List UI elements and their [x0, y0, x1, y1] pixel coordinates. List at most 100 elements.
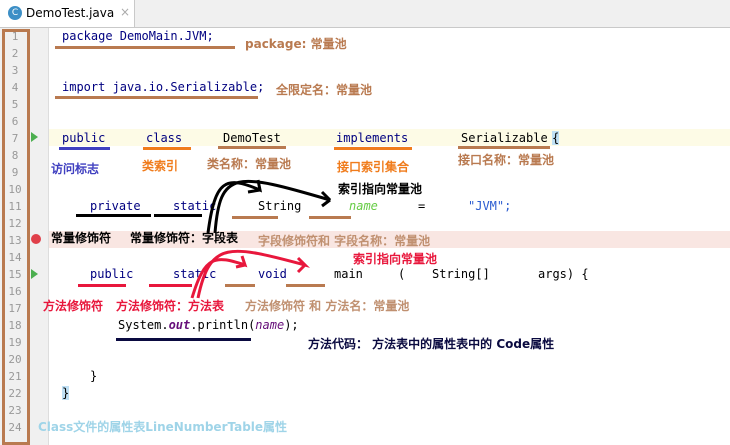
underline	[59, 147, 110, 150]
underline	[78, 284, 126, 287]
annotation: 访问标志	[51, 162, 100, 176]
code-token: =	[418, 199, 426, 213]
line-number: 19	[8, 336, 22, 349]
arrow	[196, 249, 311, 299]
run-icon[interactable]	[31, 132, 38, 142]
line-number: 7	[11, 132, 19, 145]
code-println: System.out.println(name);	[118, 318, 299, 332]
code-token: String[]	[432, 267, 490, 281]
annotation: 方法修饰符	[43, 299, 104, 313]
underline	[143, 147, 191, 150]
code-token: "JVM";	[468, 199, 512, 213]
underline	[286, 284, 325, 287]
code-token: private	[90, 199, 141, 213]
gutter-divider	[48, 28, 49, 445]
underline	[309, 216, 351, 219]
line-number: 17	[8, 302, 22, 315]
annotation: Class文件的属性表LineNumberTable属性	[38, 420, 288, 434]
code-token: implements	[336, 131, 409, 145]
editor-tab-bar: C DemoTest.java ×	[0, 0, 730, 28]
tab-demotest[interactable]: C DemoTest.java ×	[0, 0, 135, 27]
close-icon[interactable]: ×	[120, 5, 131, 19]
annotation: 类名称：常量池	[207, 157, 292, 171]
line-number: 24	[8, 421, 22, 434]
code-token: static	[173, 199, 217, 213]
code-token: main	[334, 267, 363, 281]
line-number: 14	[8, 251, 22, 264]
line-number: 2	[11, 47, 19, 60]
line-number: 13	[8, 234, 22, 247]
code-token: public	[62, 131, 106, 145]
code-token: name	[255, 318, 285, 332]
code-token: (	[398, 267, 406, 281]
code-token: String	[258, 199, 302, 213]
annotation: 索引指向常量池	[353, 252, 438, 266]
code-token: System.	[118, 318, 169, 332]
annotation: 接口索引集合	[337, 160, 410, 174]
line-number: 18	[8, 319, 22, 332]
code-token: class	[146, 131, 183, 145]
code-token: .println(	[190, 318, 256, 332]
code-token: args) {	[538, 267, 589, 281]
line-number: 16	[8, 285, 22, 298]
line-number: 21	[8, 370, 22, 383]
line-number: 5	[11, 98, 19, 111]
code-token: void	[258, 267, 287, 281]
code-token: DemoTest	[223, 131, 281, 145]
arrow	[206, 179, 263, 234]
annotation: 全限定名：常量池	[276, 83, 373, 97]
line-number: 10	[8, 183, 22, 196]
code-token: out	[168, 318, 191, 332]
code-token: Serializable	[461, 131, 548, 145]
code-package: package DemoMain.JVM;	[62, 29, 214, 43]
annotation: 接口名称：常量池	[458, 153, 555, 167]
underline	[218, 146, 286, 149]
code-token: }	[90, 369, 98, 383]
breakpoint-icon[interactable]	[31, 234, 41, 244]
underline	[55, 96, 258, 99]
run-icon[interactable]	[31, 269, 38, 279]
breakpoint-line-highlight	[48, 231, 730, 248]
underline	[458, 146, 550, 149]
code-import: import java.io.Serializable;	[62, 80, 265, 94]
line-number: 23	[8, 404, 22, 417]
underline	[76, 214, 151, 217]
line-number: 3	[11, 64, 19, 77]
line-number: 20	[8, 353, 22, 366]
line-number: 8	[11, 149, 19, 162]
annotation: 常量修饰符：字段表	[130, 231, 239, 245]
line-number: 4	[11, 81, 19, 94]
annotation: 方法修饰符 和 方法名：常量池	[245, 299, 410, 313]
annotation: 类索引	[142, 159, 179, 173]
underline	[55, 46, 235, 49]
line-number: 6	[11, 115, 19, 128]
annotation: package: 常量池	[245, 37, 347, 51]
code-token: );	[284, 318, 299, 332]
code-token: public	[90, 267, 134, 281]
code-token: {	[552, 131, 560, 145]
line-number: 9	[11, 166, 19, 179]
underline	[154, 214, 202, 217]
underline	[232, 216, 278, 219]
underline	[149, 284, 192, 287]
annotation: 方法代码： 方法表中的属性表中的 Code属性	[308, 337, 555, 351]
tab-title: DemoTest.java	[26, 6, 115, 20]
line-number: 15	[8, 268, 22, 281]
java-class-icon: C	[8, 6, 22, 20]
code-token: }	[62, 386, 70, 400]
code-token: name	[349, 199, 378, 213]
underline	[116, 338, 251, 341]
line-number: 11	[8, 200, 22, 213]
annotation: 方法修饰符：方法表	[116, 299, 225, 313]
line-number: 22	[8, 387, 22, 400]
line-number: 1	[11, 30, 19, 43]
arrow	[213, 179, 332, 234]
annotation: 常量修饰符	[51, 231, 112, 245]
line-number-box	[2, 29, 30, 445]
underline	[334, 147, 412, 150]
line-number: 12	[8, 217, 22, 230]
annotation: 索引指向常量池	[338, 182, 423, 196]
underline	[225, 284, 255, 287]
annotation: 字段修饰符和 字段名称：常量池	[258, 234, 431, 248]
